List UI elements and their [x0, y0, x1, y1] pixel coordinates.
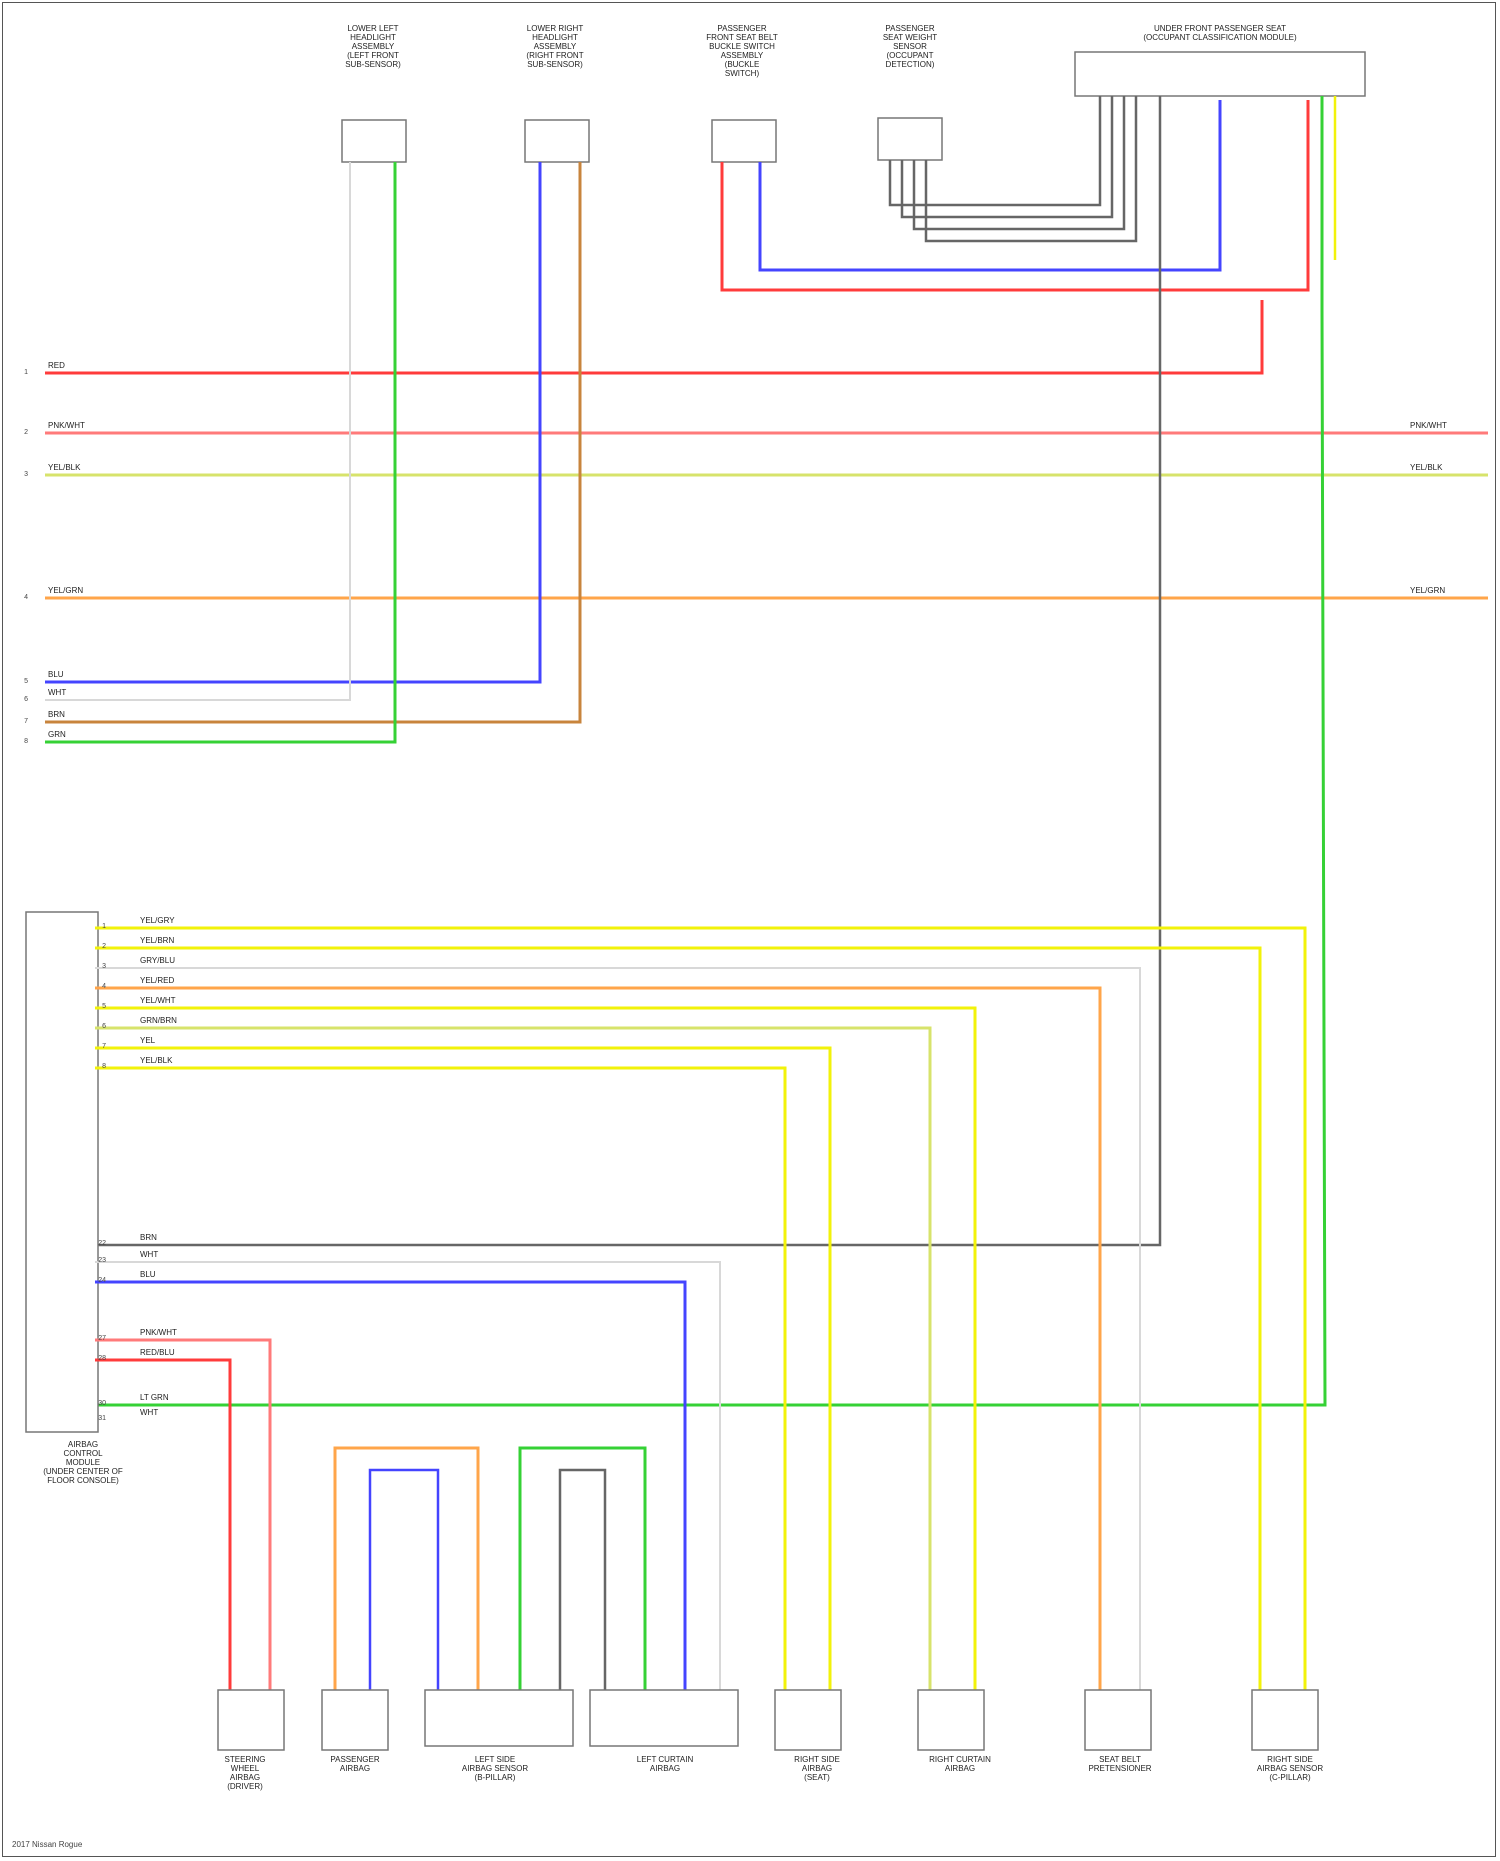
seat-belt-buckle-switch-label: PASSENGER FRONT SEAT BELT BUCKLE SWITCH …: [672, 24, 812, 78]
occupant-classification-module-label: UNDER FRONT PASSENGER SEAT (OCCUPANT CLA…: [1075, 24, 1365, 42]
module-pin-23: 23: [96, 1257, 106, 1264]
wire-yel-gry: [95, 928, 1305, 1690]
wire-yel-wht: [95, 1008, 975, 1690]
wire-wht-module: [95, 1262, 720, 1690]
bus-label-right-w2: PNK/WHT: [1410, 421, 1447, 430]
bus-pin-3: 3: [18, 471, 28, 478]
module-wire-label-5: GRN/BRN: [140, 1016, 177, 1025]
seat-belt-pretensioner-label: SEAT BELT PRETENSIONER: [1055, 1755, 1185, 1773]
steering-wheel-airbag-connector: [218, 1690, 284, 1750]
module-wire-label-7: YEL/BLK: [140, 1056, 172, 1065]
module-pin-7: 7: [96, 1043, 106, 1050]
bus-pin-1: 1: [18, 369, 28, 376]
module-pin-6: 6: [96, 1023, 106, 1030]
module-pin-5: 5: [96, 1003, 106, 1010]
wire-wht-headlight: [45, 162, 350, 700]
footer-credit: 2017 Nissan Rogue: [12, 1840, 82, 1849]
bus-label-left-w7: BRN: [48, 710, 65, 719]
bus-pin-6: 6: [18, 696, 28, 703]
module-pin-28: 28: [96, 1355, 106, 1362]
module-wire-label-10: BLU: [140, 1270, 156, 1279]
wire-orange-loop: [335, 1448, 478, 1690]
left-headlight-assembly-connector: [342, 120, 406, 162]
seat-weight-sensor-label: PASSENGER SEAT WEIGHT SENSOR (OCCUPANT D…: [850, 24, 970, 69]
right-curtain-airbag-label: RIGHT CURTAIN AIRBAG: [895, 1755, 1025, 1773]
module-pin-31: 31: [96, 1415, 106, 1422]
right-headlight-assembly-label: LOWER RIGHT HEADLIGHT ASSEMBLY (RIGHT FR…: [500, 24, 610, 69]
module-wire-label-11: PNK/WHT: [140, 1328, 177, 1337]
module-pin-1: 1: [96, 923, 106, 930]
module-wire-label-2: GRY/BLU: [140, 956, 175, 965]
right-side-airbag-connector: [775, 1690, 841, 1750]
bus-label-left-w2: PNK/WHT: [48, 421, 85, 430]
module-wire-label-6: YEL: [140, 1036, 155, 1045]
bus-label-left-w5: BLU: [48, 670, 64, 679]
bus-pin-7: 7: [18, 718, 28, 725]
module-pin-8: 8: [96, 1063, 106, 1070]
bus-label-left-w6: WHT: [48, 688, 66, 697]
wire-gry-blu: [95, 968, 1140, 1690]
passenger-airbag-label: PASSENGER AIRBAG: [290, 1755, 420, 1773]
seat-weight-sensor-connector: [878, 118, 942, 160]
bus-label-left-w8: GRN: [48, 730, 66, 739]
module-wire-label-13: LT GRN: [140, 1393, 169, 1402]
airbag-control-module: [26, 912, 98, 1432]
wire-blu-buckle: [760, 100, 1220, 270]
occupant-classification-module-connector: [1075, 52, 1365, 96]
right-side-airbag-sensor-label: RIGHT SIDE AIRBAG SENSOR (C-PILLAR): [1225, 1755, 1355, 1782]
wire-brn-module: [95, 96, 1160, 1245]
bus-label-right-w3: YEL/BLK: [1410, 463, 1442, 472]
wire-pnk-wht-module: [95, 1340, 270, 1690]
right-curtain-airbag-connector: [918, 1690, 984, 1750]
module-pin-3: 3: [96, 963, 106, 970]
module-wire-label-12: RED/BLU: [140, 1348, 175, 1357]
left-curtain-airbag-connector: [590, 1690, 738, 1746]
module-pin-30: 30: [96, 1400, 106, 1407]
right-side-airbag-sensor-connector: [1252, 1690, 1318, 1750]
bus-pin-2: 2: [18, 429, 28, 436]
module-pin-22: 22: [96, 1240, 106, 1247]
bus-label-left-w1: RED: [48, 361, 65, 370]
module-wire-label-14: WHT: [140, 1408, 158, 1417]
wire-gray-weight-sensor-2: [914, 96, 1124, 229]
airbag-control-module-label: AIRBAG CONTROL MODULE (UNDER CENTER OF F…: [18, 1440, 148, 1485]
bus-pin-4: 4: [18, 594, 28, 601]
module-wire-label-4: YEL/WHT: [140, 996, 176, 1005]
wire-red-bus: [45, 300, 1262, 373]
left-curtain-airbag-label: LEFT CURTAIN AIRBAG: [600, 1755, 730, 1773]
wire-yel-blk: [95, 1068, 785, 1690]
wire-red-blu-module: [95, 1360, 230, 1690]
bus-label-left-w4: YEL/GRN: [48, 586, 83, 595]
left-side-airbag-sensor-connector: [425, 1690, 573, 1746]
module-pin-2: 2: [96, 943, 106, 950]
module-wire-label-9: WHT: [140, 1250, 158, 1259]
right-headlight-assembly-connector: [525, 120, 589, 162]
passenger-airbag-connector: [322, 1690, 388, 1750]
module-wire-label-3: YEL/RED: [140, 976, 174, 985]
wire-green-loop: [520, 1448, 645, 1690]
module-wire-label-1: YEL/BRN: [140, 936, 174, 945]
wire-gray-weight-sensor-3: [926, 96, 1136, 241]
module-wire-label-8: BRN: [140, 1233, 157, 1242]
module-pin-4: 4: [96, 983, 106, 990]
bus-pin-5: 5: [18, 678, 28, 685]
left-side-airbag-sensor-label: LEFT SIDE AIRBAG SENSOR (B-PILLAR): [430, 1755, 560, 1782]
wire-blu-headlight: [45, 162, 540, 682]
module-pin-24: 24: [96, 1277, 106, 1284]
seat-belt-buckle-switch-connector: [712, 120, 776, 162]
seat-belt-pretensioner-connector: [1085, 1690, 1151, 1750]
left-headlight-assembly-label: LOWER LEFT HEADLIGHT ASSEMBLY (LEFT FRON…: [318, 24, 428, 69]
module-wire-label-0: YEL/GRY: [140, 916, 175, 925]
wire-blu-module: [95, 1282, 685, 1690]
wire-blue-loop: [370, 1470, 438, 1690]
bus-label-right-w4: YEL/GRN: [1410, 586, 1445, 595]
bus-pin-8: 8: [18, 738, 28, 745]
wire-gray-loop: [560, 1470, 605, 1690]
bus-label-left-w3: YEL/BLK: [48, 463, 80, 472]
wire-brn-headlight: [45, 162, 580, 722]
wire-grn-headlight: [45, 162, 395, 742]
module-pin-27: 27: [96, 1335, 106, 1342]
right-side-airbag-label: RIGHT SIDE AIRBAG (SEAT): [752, 1755, 882, 1782]
